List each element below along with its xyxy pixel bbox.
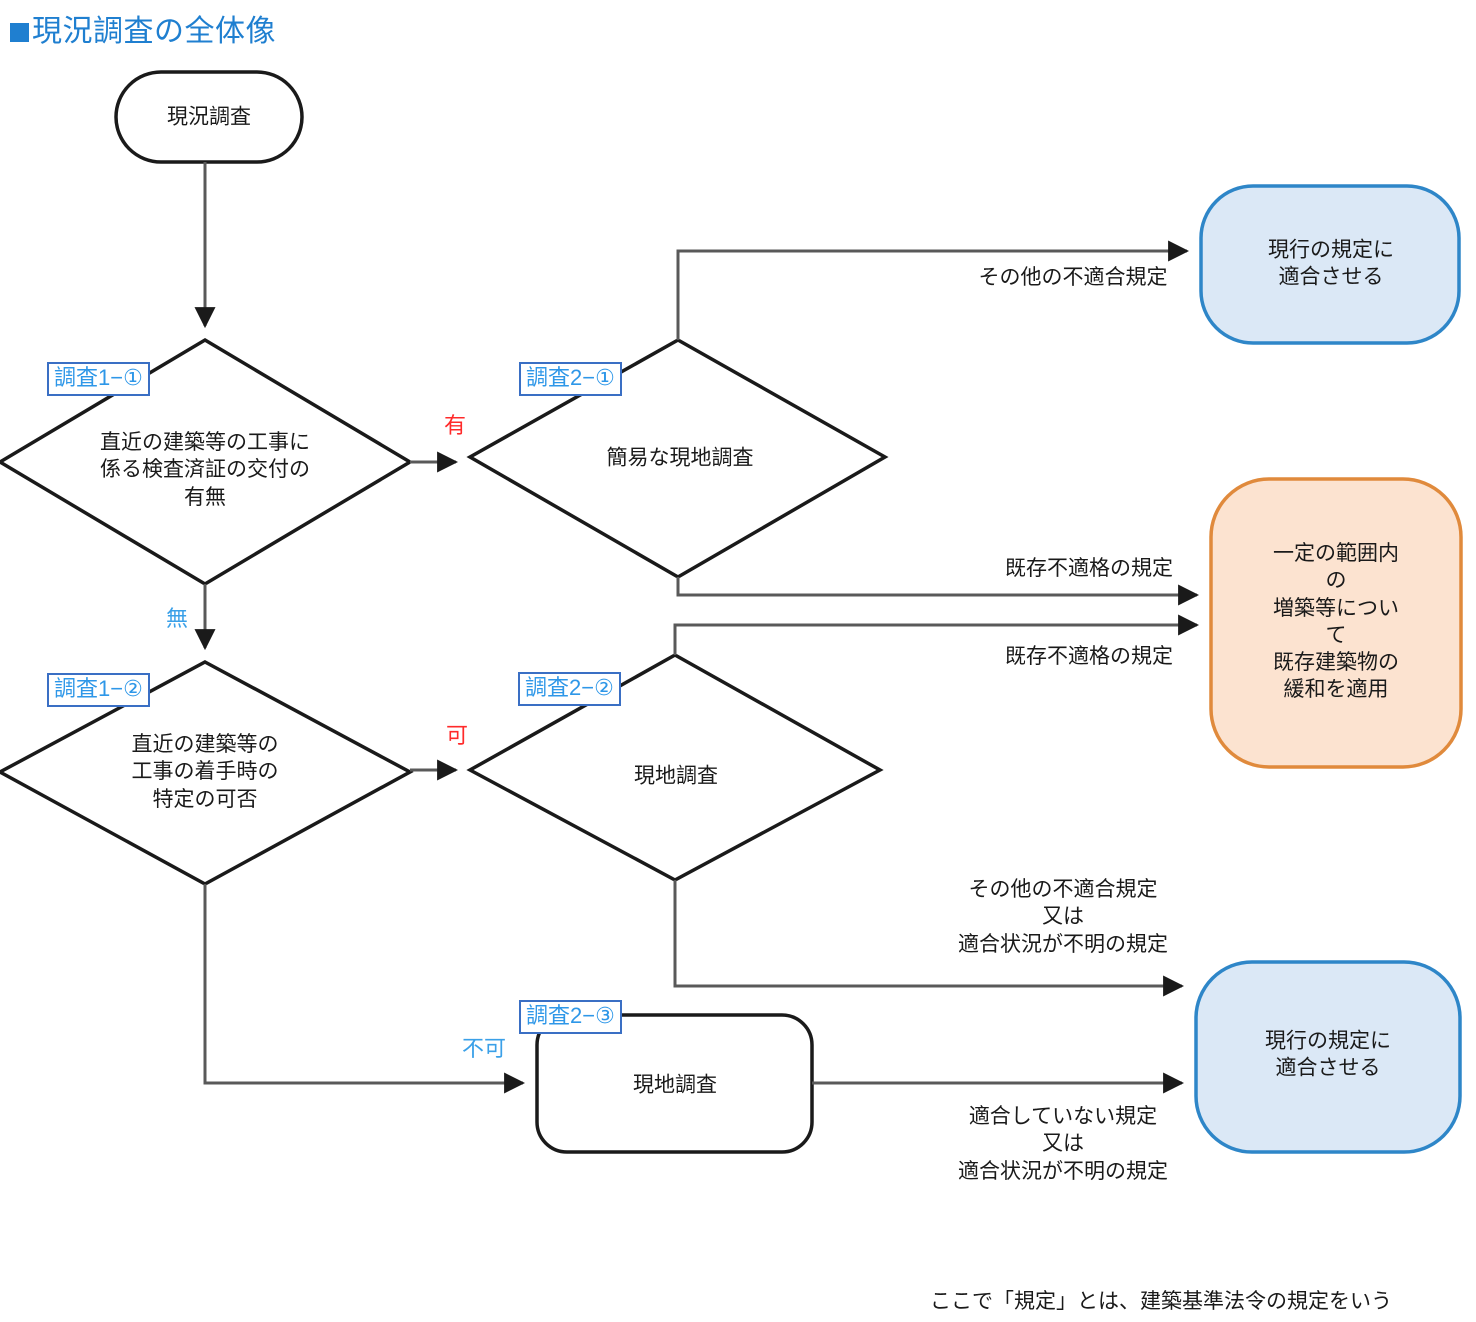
title-marker-icon (10, 23, 29, 42)
edge-label-other-nonconforming-top: その他の不適合規定 (978, 266, 1168, 289)
edge-label-existing-nonconforming-b: 既存不適格の規定 (1005, 645, 1173, 668)
edge-label-other-or-unknown: その他の不適合規定 又は 適合状況が不明の規定 (958, 878, 1168, 956)
node-output-bottom-shape (1194, 960, 1462, 1154)
page-title: 現況調査の全体像 (10, 6, 276, 50)
branch-label-yes-1: 有 (443, 413, 467, 438)
node-output-mid-shape (1209, 477, 1463, 769)
node-start-shape (114, 70, 304, 164)
page-title-text: 現況調査の全体像 (32, 15, 276, 48)
node-survey2-3-shape (535, 1013, 814, 1154)
edge-survey2-1-to-output-top (676, 240, 1190, 340)
edge-label-existing-nonconforming-a: 既存不適格の規定 (1005, 557, 1173, 580)
edge-survey2-2-to-output-bottom (673, 880, 1185, 997)
branch-label-no-2: 不可 (461, 1036, 507, 1061)
edge-survey2-2-to-output-mid (673, 614, 1200, 655)
node-output-top-shape (1199, 184, 1461, 345)
branch-label-no-1: 無 (165, 606, 189, 631)
footnote: ここで「規定」とは、建築基準法令の規定をいう (930, 1290, 1392, 1313)
tag-survey2-1: 調査2−① (519, 362, 622, 396)
tag-survey1-1: 調査1−① (47, 362, 150, 396)
edge-survey2-1-to-output-mid (676, 577, 1200, 606)
branch-label-yes-2: 可 (445, 723, 469, 748)
edge-label-noncompliant-or-unknown: 適合していない規定 又は 適合状況が不明の規定 (958, 1105, 1168, 1183)
tag-survey2-3: 調査2−③ (519, 1000, 622, 1034)
edge-survey1-2-to-survey2-3 (203, 884, 526, 1094)
tag-survey2-2: 調査2−② (518, 672, 621, 706)
tag-survey1-2: 調査1−② (47, 673, 150, 707)
